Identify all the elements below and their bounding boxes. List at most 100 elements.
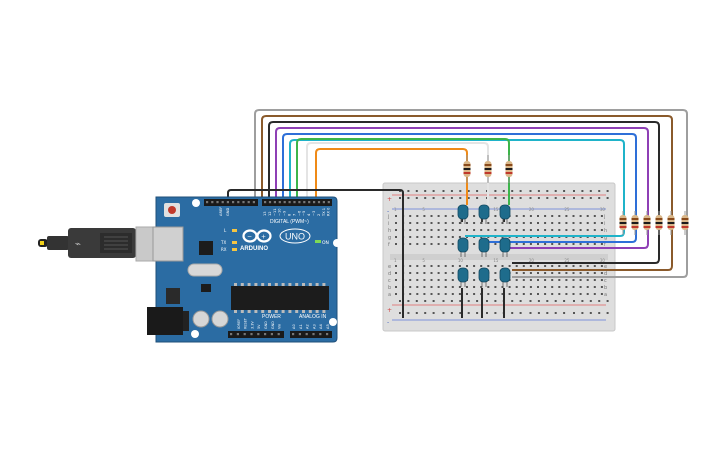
led-tx-label: TX xyxy=(220,240,226,245)
usb-port xyxy=(152,226,184,262)
power-jack xyxy=(147,307,183,335)
column-number: 10 xyxy=(458,258,464,263)
row-letter: g xyxy=(388,235,391,241)
power-pin-label: Vin xyxy=(278,324,282,329)
row-letter: c xyxy=(388,278,391,284)
wire-ground xyxy=(227,189,404,212)
atmega-chip xyxy=(231,286,329,310)
resistor xyxy=(484,155,492,183)
power-label: POWER xyxy=(262,314,281,320)
svg-text:+: + xyxy=(387,307,392,314)
digital-pin-label: 12 xyxy=(268,211,272,216)
breadboard-column-numbers: 115510101515202025253030 xyxy=(394,207,605,263)
column-number: 25 xyxy=(564,258,570,263)
column-number: 25 xyxy=(564,207,570,212)
svg-text:-: - xyxy=(387,208,389,215)
row-letter: i xyxy=(604,221,605,227)
svg-text:-: - xyxy=(387,319,389,326)
power-header xyxy=(228,331,284,338)
digital-pin-label: ~5 xyxy=(302,211,306,216)
power-pin-label: GND xyxy=(271,321,275,329)
analog-pin-label: A1 xyxy=(299,324,303,329)
row-letter: g xyxy=(604,235,607,241)
on-label: ON xyxy=(322,240,329,246)
resistor xyxy=(655,211,663,235)
analog-pin-label: A0 xyxy=(292,324,296,329)
column-number: 1 xyxy=(394,258,397,263)
wire-purple xyxy=(275,127,649,249)
analog-pin-label: A3 xyxy=(312,324,316,329)
row-letter: j xyxy=(603,214,605,220)
wire-white xyxy=(306,142,489,205)
resistor xyxy=(643,211,651,235)
wires xyxy=(227,109,688,318)
analog-pin-label: A2 xyxy=(306,324,310,329)
digital-pin-label: ~6 xyxy=(297,210,301,216)
led xyxy=(457,267,469,287)
row-letter: d xyxy=(604,271,607,277)
row-letter: h xyxy=(388,228,391,234)
board-brand: ARDUINO xyxy=(240,246,268,252)
digital-pin-label: TX 1 xyxy=(322,208,326,217)
resistors-right xyxy=(619,211,689,235)
row-letter: e xyxy=(388,264,391,270)
svg-text:+: + xyxy=(387,196,392,203)
column-number: 5 xyxy=(422,258,425,263)
digital-pin-label: 7 xyxy=(292,214,296,216)
leds xyxy=(457,204,511,287)
digital-header-right xyxy=(262,199,332,206)
resistor xyxy=(667,211,675,235)
row-letter: c xyxy=(604,278,607,284)
wire-green xyxy=(296,138,510,205)
analog-label: ANALOG IN xyxy=(299,314,327,320)
led xyxy=(478,204,490,224)
resistor xyxy=(681,211,689,235)
resistor xyxy=(619,211,627,235)
board-model: UNO xyxy=(285,232,305,242)
row-letter: j xyxy=(387,214,389,220)
resistors-top xyxy=(463,155,513,183)
row-letter: b xyxy=(604,285,607,291)
power-pin-label: 5V xyxy=(257,324,261,329)
row-letter: h xyxy=(604,228,607,234)
led xyxy=(478,237,490,257)
wire-gray xyxy=(254,109,688,278)
led xyxy=(457,237,469,257)
resistor xyxy=(631,211,639,235)
power-pin-label: IOREF xyxy=(237,319,241,329)
column-number: 20 xyxy=(529,258,535,263)
digital-pin-label: 13 xyxy=(263,211,267,216)
wire-brown xyxy=(261,115,673,271)
row-letter: b xyxy=(388,285,391,291)
row-letter: a xyxy=(604,292,607,298)
arduino-logo-icon xyxy=(242,229,272,243)
digital-pin-label: 2 xyxy=(317,214,321,216)
power-pin-label: RESET xyxy=(244,317,248,329)
digital-header-left xyxy=(204,199,258,206)
row-letter: d xyxy=(388,271,391,277)
logo-plus: + xyxy=(261,234,266,241)
led xyxy=(499,267,511,287)
column-number: 30 xyxy=(600,207,606,212)
wire-blue xyxy=(282,133,637,243)
row-letter: a xyxy=(388,292,391,298)
power-pin-label: 3.3V xyxy=(250,321,254,329)
led-l-label: L xyxy=(224,228,227,233)
row-letter: f xyxy=(388,242,390,248)
wire-orange xyxy=(315,148,468,205)
resistor xyxy=(463,155,471,183)
digital-pin-label: ~9 xyxy=(283,210,287,216)
usb-symbol-icon: ⌁ xyxy=(75,239,81,250)
led-rx-label: RX xyxy=(221,247,227,252)
column-number: 30 xyxy=(600,258,606,263)
logo-minus: − xyxy=(247,234,252,241)
power-pin-label: GND xyxy=(264,321,268,329)
column-number: 15 xyxy=(493,207,499,212)
digital-pin-label: ~3 xyxy=(312,211,316,216)
digital-label: DIGITAL (PWM~) xyxy=(270,219,309,225)
usb-cable: ⌁ xyxy=(38,226,159,262)
arduino-uno-board: L TX RX ON − + UNO ARDUINO DIGITAL (PWM~… xyxy=(147,196,341,343)
